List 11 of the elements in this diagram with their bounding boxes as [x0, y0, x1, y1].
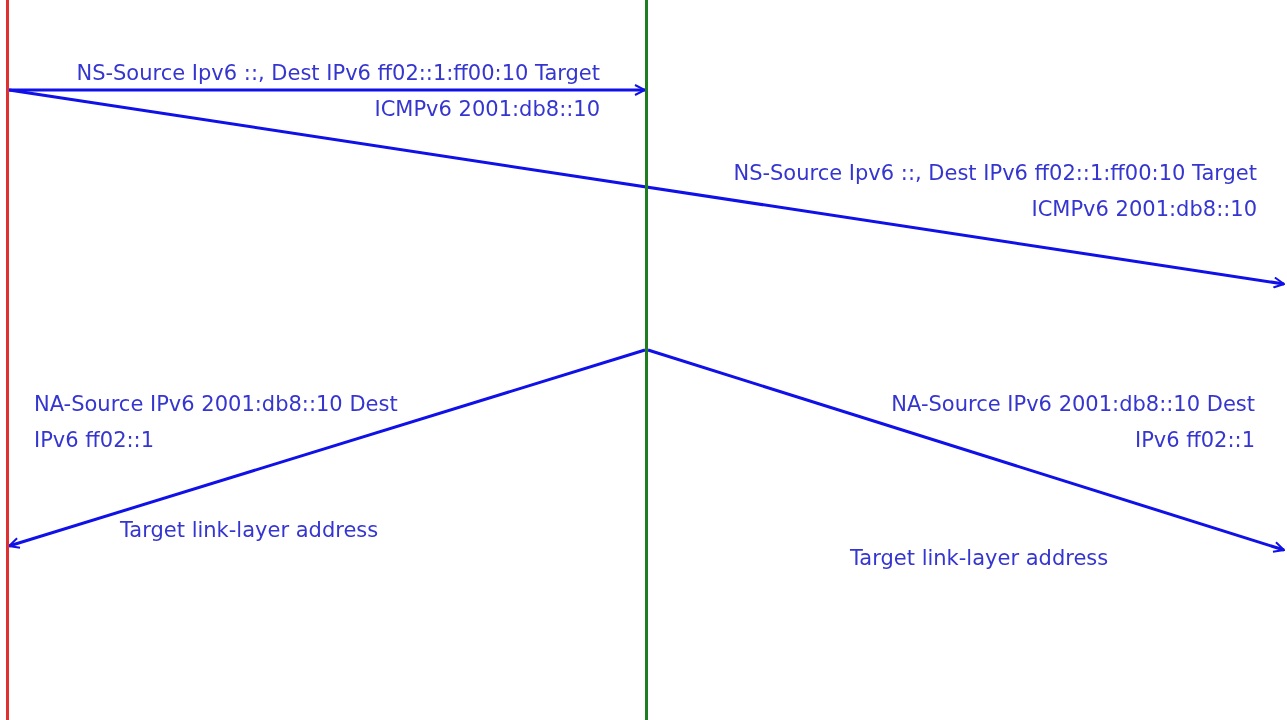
lifeline — [6, 0, 9, 720]
edge-label: NA-Source IPv6 2001:db8::10 Dest IPv6 ff02::1 — [34, 391, 399, 454]
arrow — [647, 348, 1285, 553]
edge-label: NS-Source Ipv6 ::, Dest IPv6 ff02::1:ff00:10 Target ICMPv6 2001:db8::10 — [75, 60, 600, 123]
message-note: Target link-layer address — [120, 517, 379, 544]
arrow — [8, 88, 1285, 289]
arrow — [8, 348, 646, 549]
lifeline — [645, 0, 648, 720]
edge-label: NS-Source Ipv6 ::, Dest IPv6 ff02::1:ff00:10 Target ICMPv6 2001:db8::10 — [732, 160, 1257, 223]
edge-label: NA-Source IPv6 2001:db8::10 Dest IPv6 ff02::1 — [890, 391, 1255, 454]
message-note: Target link-layer address — [850, 545, 1109, 572]
